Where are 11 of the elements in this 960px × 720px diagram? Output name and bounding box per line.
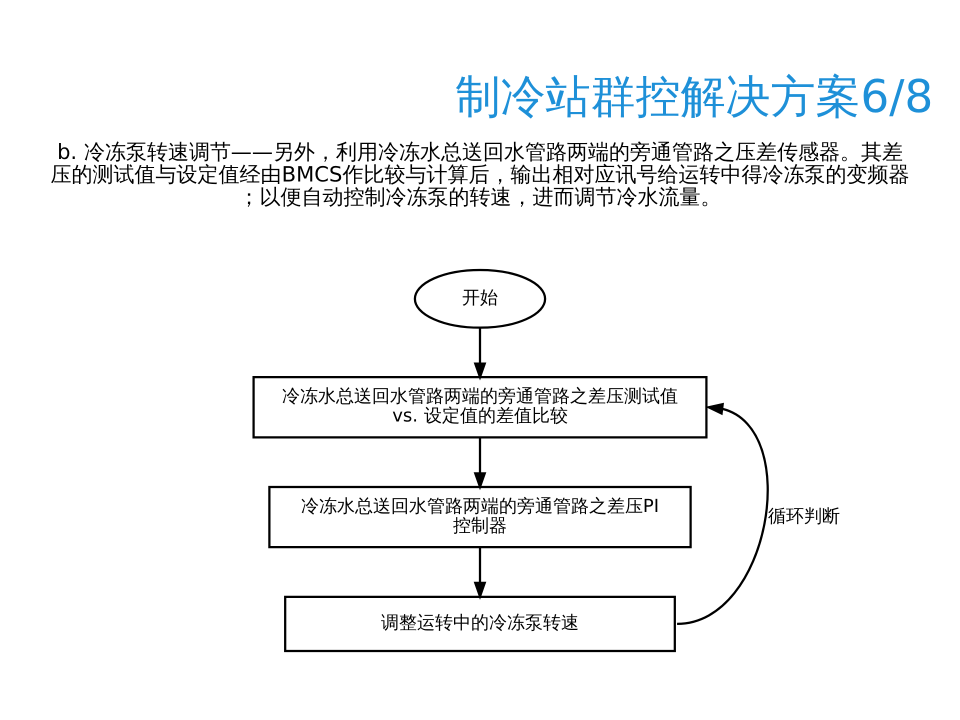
node-ellipse: 开始 <box>414 268 546 328</box>
label: b. 冷冻泵转速调节——另外，利用冷冻水总送回水管路两端的旁通管路之压差传感器。其差压的测试值与设定值经由BMCS作比较与计算后，输出相对应讯号给运转中得冷冻泵的变频器；以便自动控制冷冻泵的转速，进而调节冷水流量。 <box>50 138 910 209</box>
node-box: 冷冻水总送回水管路两端的旁通管路之差压PI 控制器 <box>268 485 692 548</box>
node-box: 调整运转中的冷冻泵转速 <box>284 595 676 652</box>
arrow <box>474 328 486 380</box>
arrow <box>676 402 769 625</box>
node-box: 冷冻水总送回水管路两端的旁通管路之差压测试值 vs. 设定值的差值比较 <box>252 376 708 438</box>
arrow <box>474 547 486 600</box>
arrow <box>474 436 486 490</box>
edge-label: 循环判断 <box>768 505 840 526</box>
diagram-title: 制冷站群控解决方案6/8 <box>456 70 934 123</box>
